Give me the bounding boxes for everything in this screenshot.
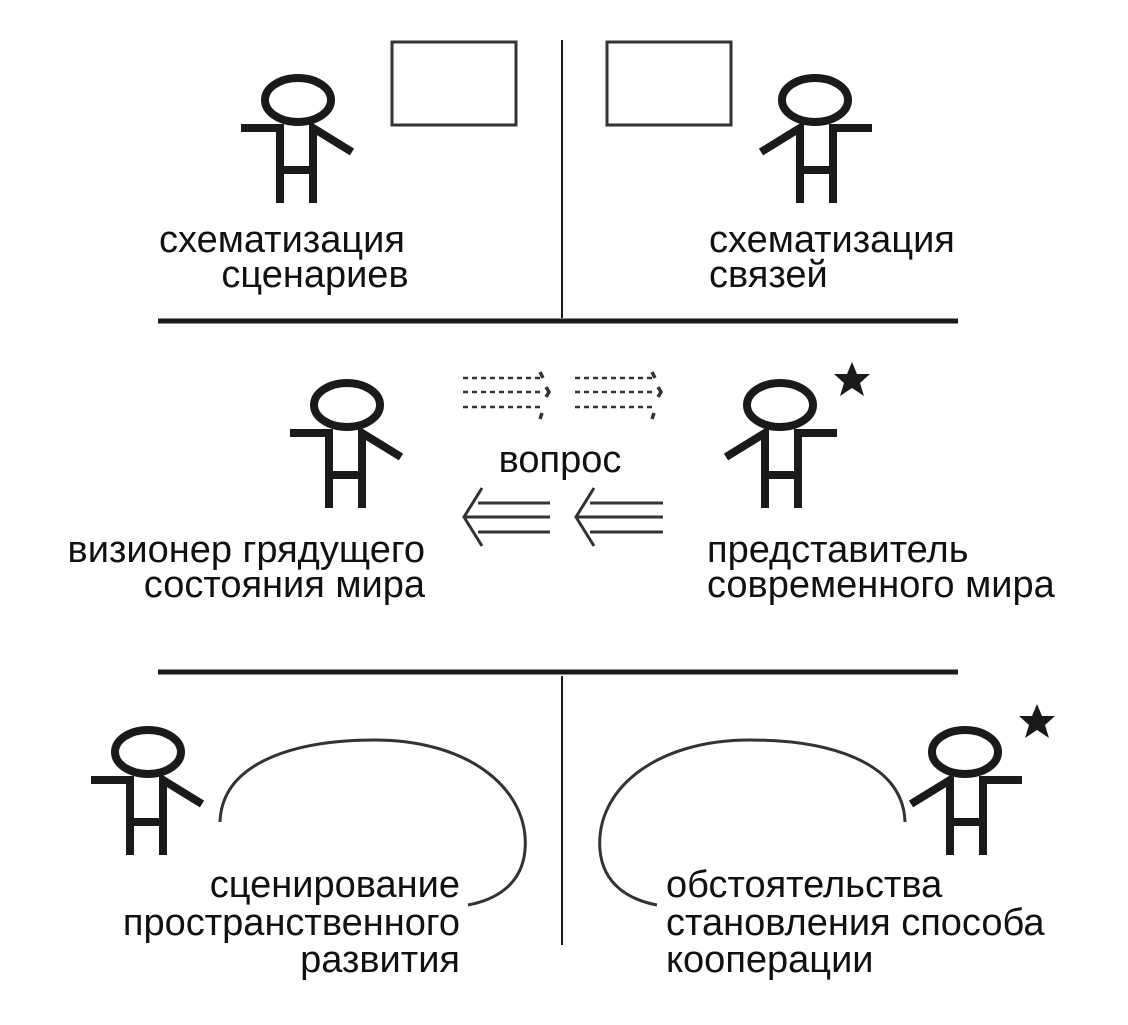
question-label: вопрос xyxy=(499,439,622,481)
triple-arrow-left-1 xyxy=(462,487,550,547)
star-icon xyxy=(1019,704,1055,738)
person-figure-bottom-right xyxy=(911,730,1022,855)
bottom-left-label-line-3: развития xyxy=(300,939,460,981)
top-left-label-line-1: схематизация xyxy=(159,219,405,261)
bottom-right-label-line-2: становления способа xyxy=(666,902,1045,944)
scenario-arc-left xyxy=(218,738,527,907)
person-figure-visionary xyxy=(290,383,401,508)
dotted-arrow-right-1 xyxy=(463,371,552,420)
top-right-label-line-1: схематизация xyxy=(709,219,955,261)
bottom-left-label-line-1: сценирование xyxy=(210,864,460,906)
bottom-right-label-line-1: обстоятельства xyxy=(666,864,943,906)
visionary-label-line-2: состояния мира xyxy=(144,564,426,606)
contemporary-label-line-1: представитель xyxy=(707,529,969,571)
top-right-label-line-2: связей xyxy=(709,254,828,296)
schema-rectangle-right xyxy=(605,40,733,127)
person-figure-top-right xyxy=(761,78,872,203)
star-icon xyxy=(834,362,870,396)
bottom-right-label-line-3: кооперации xyxy=(666,939,874,981)
scenario-arc-right xyxy=(598,738,907,907)
visionary-label-line-1: визионер грядущего xyxy=(68,529,425,571)
bottom-left-label-line-2: пространственного xyxy=(123,902,460,944)
triple-arrow-left-2 xyxy=(574,487,663,547)
person-figure-top-left xyxy=(241,78,352,203)
top-left-label-line-2: сценариев xyxy=(221,254,408,296)
dotted-arrow-right-2 xyxy=(575,371,664,420)
person-figure-bottom-left xyxy=(91,730,202,855)
contemporary-label-line-2: современного мира xyxy=(707,564,1056,606)
person-figure-contemporary xyxy=(726,383,837,508)
schema-rectangle-left xyxy=(390,40,518,127)
